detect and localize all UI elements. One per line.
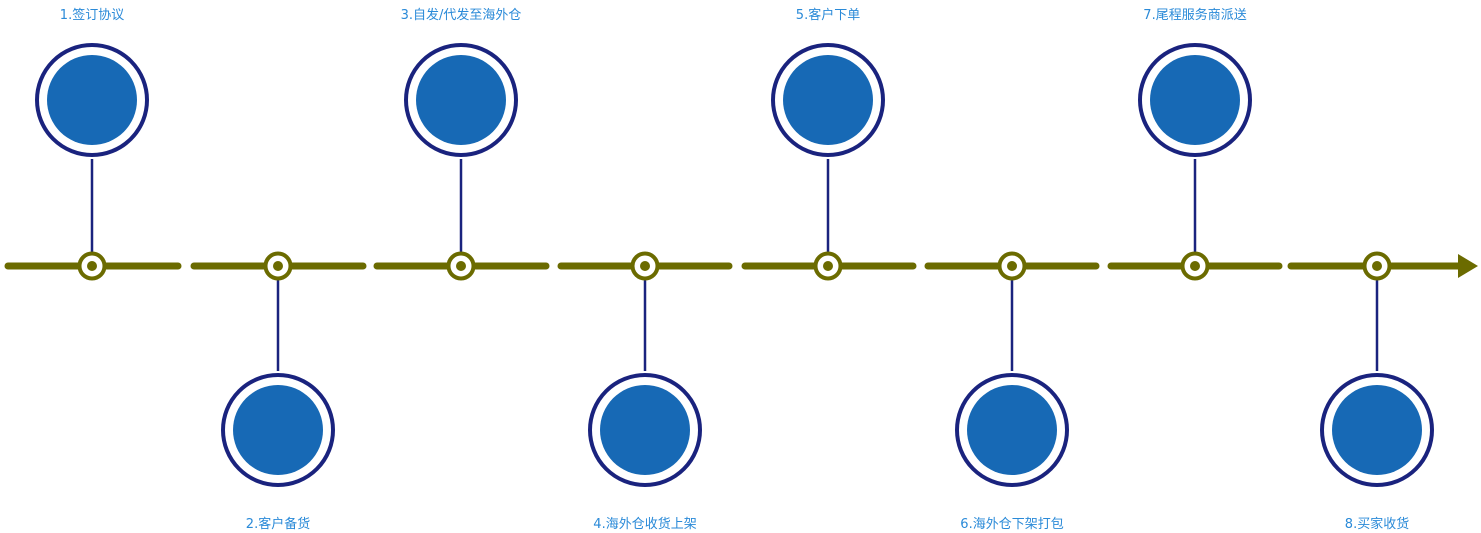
timeline-node-dot (1190, 261, 1200, 271)
step-circle (1150, 55, 1240, 145)
step-label: 2.客户备货 (245, 517, 311, 532)
step-circle (967, 385, 1057, 475)
step-circle (1332, 385, 1422, 475)
timeline-node-dot (456, 261, 466, 271)
timeline-node-dot (1372, 261, 1382, 271)
step-circle (416, 55, 506, 145)
arrow-head-icon (1458, 254, 1478, 278)
step-label: 5.客户下单 (795, 8, 861, 23)
step-circle (233, 385, 323, 475)
step-label: 7.尾程服务商派送 (1143, 8, 1247, 23)
step-circle (47, 55, 137, 145)
step-circle (783, 55, 873, 145)
timeline-node-dot (1007, 261, 1017, 271)
timeline-node-dot (823, 261, 833, 271)
step-label: 3.自发/代发至海外仓 (400, 8, 522, 23)
step-label: 1.签订协议 (59, 8, 125, 23)
step-label: 4.海外仓收货上架 (593, 517, 697, 532)
timeline-node-dot (273, 261, 283, 271)
step-label: 8.买家收货 (1344, 517, 1410, 532)
step-circle (600, 385, 690, 475)
timeline-node-dot (640, 261, 650, 271)
timeline-node-dot (87, 261, 97, 271)
step-label: 6.海外仓下架打包 (960, 517, 1064, 532)
